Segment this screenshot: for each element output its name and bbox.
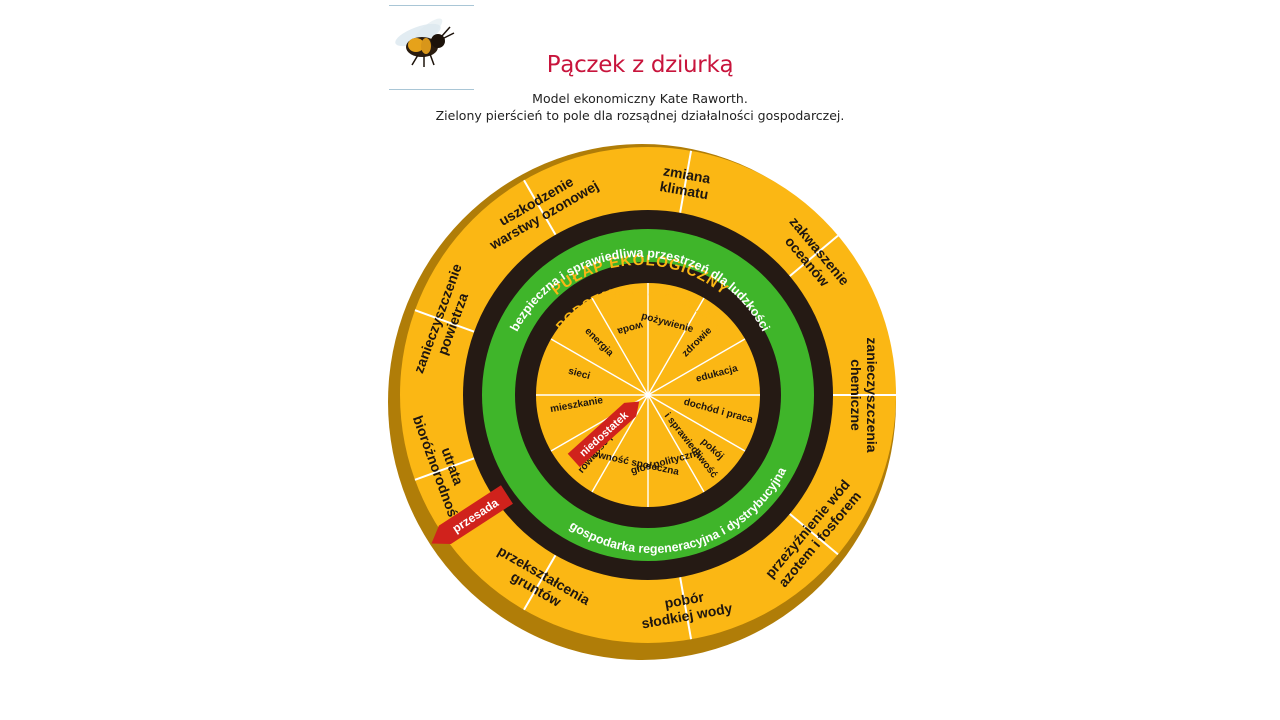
boundary-divider (679, 150, 693, 213)
subtitle-line-1: Model ekonomiczny Kate Raworth. (532, 91, 748, 106)
boundary-label: zanieczyszczeniachemiczne (848, 337, 880, 452)
bee-icon (395, 18, 455, 67)
foundation-spoke (647, 297, 705, 396)
boundary-divider (789, 513, 839, 556)
boundary-divider (414, 457, 475, 481)
boundary-divider (414, 309, 475, 333)
foundation-spoke (591, 394, 649, 493)
foundation-spoke (647, 394, 746, 452)
foundation-spoke (550, 338, 649, 396)
page-title: Pączek z dziurką (546, 52, 734, 78)
boundary-divider (523, 179, 557, 236)
foundation-spoke (647, 394, 705, 493)
bottom-divider (389, 89, 474, 90)
boundary-divider (679, 577, 693, 640)
foundation-spoke (647, 338, 746, 396)
doughnut-diagram: PUŁAP EKOLOGICZNY bezpieczna i sprawiedl… (388, 144, 896, 660)
foundation-spoke (591, 297, 649, 396)
boundary-divider (789, 234, 839, 277)
top-divider (389, 5, 474, 6)
boundary-divider (523, 554, 557, 611)
subtitle-line-2: Zielony pierścień to pole dla rozsądnej … (435, 108, 845, 123)
